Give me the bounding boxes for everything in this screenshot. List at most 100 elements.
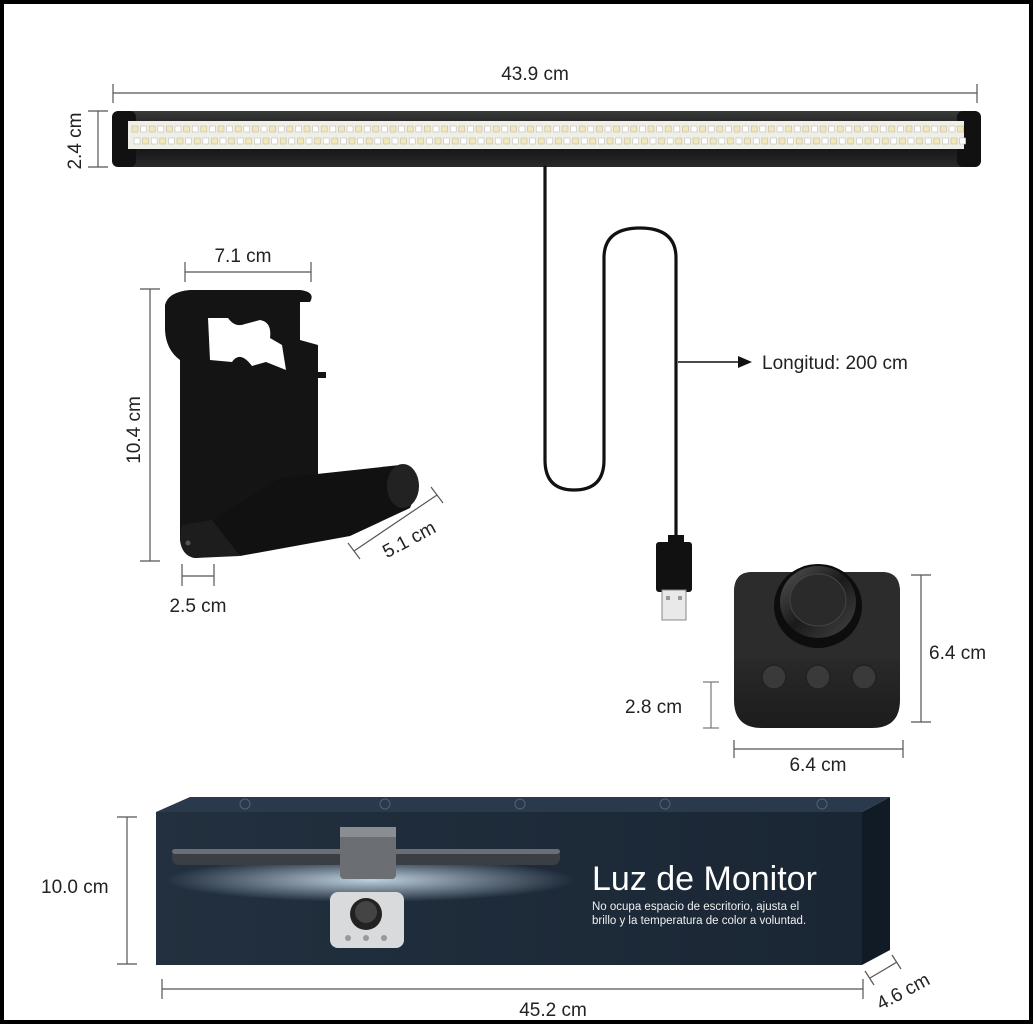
led-chip [959, 137, 966, 145]
clip-width-label: 7.1 cm [214, 246, 271, 267]
led-chip [873, 137, 880, 145]
bar-length-label: 43.9 cm [501, 64, 569, 85]
led-chip [191, 125, 199, 133]
led-chip [647, 125, 655, 133]
led-chip [632, 137, 640, 145]
led-chip [314, 137, 321, 145]
led-chip [520, 137, 528, 145]
product-dimension-diagram: 43.9 cm 2.4 cm Longitud: 200 cm 7.1 c [4, 4, 1029, 1020]
led-chip [727, 137, 734, 145]
led-chip [166, 125, 173, 133]
led-chip [133, 137, 141, 145]
clip-depth-dimension [347, 486, 444, 560]
controller-button-middle [805, 664, 831, 690]
led-chip [785, 125, 792, 133]
led-chip [778, 137, 786, 145]
led-chip [664, 125, 672, 133]
led-chip [684, 137, 691, 145]
led-chip [460, 137, 468, 145]
box-top-face [156, 797, 890, 812]
led-chip [879, 125, 887, 133]
led-chip [897, 125, 904, 133]
led-chip [570, 125, 577, 133]
led-chip [890, 137, 898, 145]
led-chip [159, 137, 167, 145]
usb-cable [543, 165, 678, 542]
led-chip [673, 125, 681, 133]
led-chip [365, 137, 373, 145]
led-chip [406, 125, 414, 133]
led-chip [518, 125, 526, 133]
led-chip [950, 137, 958, 145]
led-chip [389, 125, 397, 133]
led-chip [770, 137, 777, 145]
clip-height-dimension [140, 288, 160, 562]
led-chip [563, 137, 571, 145]
led-chip [150, 137, 158, 145]
led-chip [467, 125, 474, 133]
led-chip [733, 125, 741, 133]
led-chip [623, 137, 631, 145]
led-chip [458, 125, 466, 133]
led-chip [838, 137, 846, 145]
led-chip [426, 137, 433, 145]
controller-width-label: 6.4 cm [789, 755, 846, 776]
box-side-face [862, 797, 890, 965]
led-chip [510, 125, 517, 133]
led-chip [398, 125, 405, 133]
led-chip [589, 137, 597, 145]
controller-puck [734, 564, 900, 728]
diagram-canvas: 43.9 cm 2.4 cm Longitud: 200 cm 7.1 c [41, 64, 986, 1020]
led-chip [260, 125, 268, 133]
led-chip [312, 125, 319, 133]
led-chip [277, 125, 285, 133]
led-chip [527, 125, 534, 133]
led-chip [666, 137, 674, 145]
led-chip [219, 137, 227, 145]
led-chip [793, 125, 801, 133]
controller-button-right [851, 664, 877, 690]
led-chip [415, 125, 423, 133]
led-chip [690, 125, 698, 133]
led-chip [924, 137, 932, 145]
led-chip [940, 125, 947, 133]
led-chip [881, 137, 889, 145]
led-chip [957, 125, 964, 133]
led-chip [303, 125, 311, 133]
led-chip [718, 137, 726, 145]
led-chip [615, 137, 622, 145]
led-chip [768, 125, 775, 133]
packaging-box [156, 797, 890, 965]
led-chip [443, 137, 450, 145]
led-chip [424, 125, 431, 133]
led-chip [503, 137, 511, 145]
led-chip [340, 137, 347, 145]
led-chip [262, 137, 270, 145]
controller-width-dimension [733, 740, 904, 758]
controller-height-dimension [911, 574, 931, 723]
led-chip [243, 125, 251, 133]
led-chip [185, 137, 192, 145]
led-chip [598, 137, 605, 145]
box-length-label: 45.2 cm [519, 1000, 587, 1020]
clip-width-dimension [184, 262, 312, 282]
controller-button-left [761, 664, 787, 690]
led-chip [391, 137, 399, 145]
led-chip [735, 137, 743, 145]
cable-length-label: Longitud: 200 cm [762, 353, 908, 374]
led-chip [176, 137, 184, 145]
led-chip [776, 125, 784, 133]
led-chip [381, 125, 388, 133]
led-chip [174, 125, 182, 133]
led-chip [168, 137, 175, 145]
led-chip [856, 137, 863, 145]
led-chip [752, 137, 760, 145]
box-height-label: 10.0 cm [41, 877, 109, 898]
led-chip [295, 125, 302, 133]
led-chip [916, 137, 923, 145]
led-chip [449, 125, 457, 133]
led-chip [140, 125, 147, 133]
led-chip [725, 125, 732, 133]
led-chip [847, 137, 855, 145]
led-chip [451, 137, 459, 145]
